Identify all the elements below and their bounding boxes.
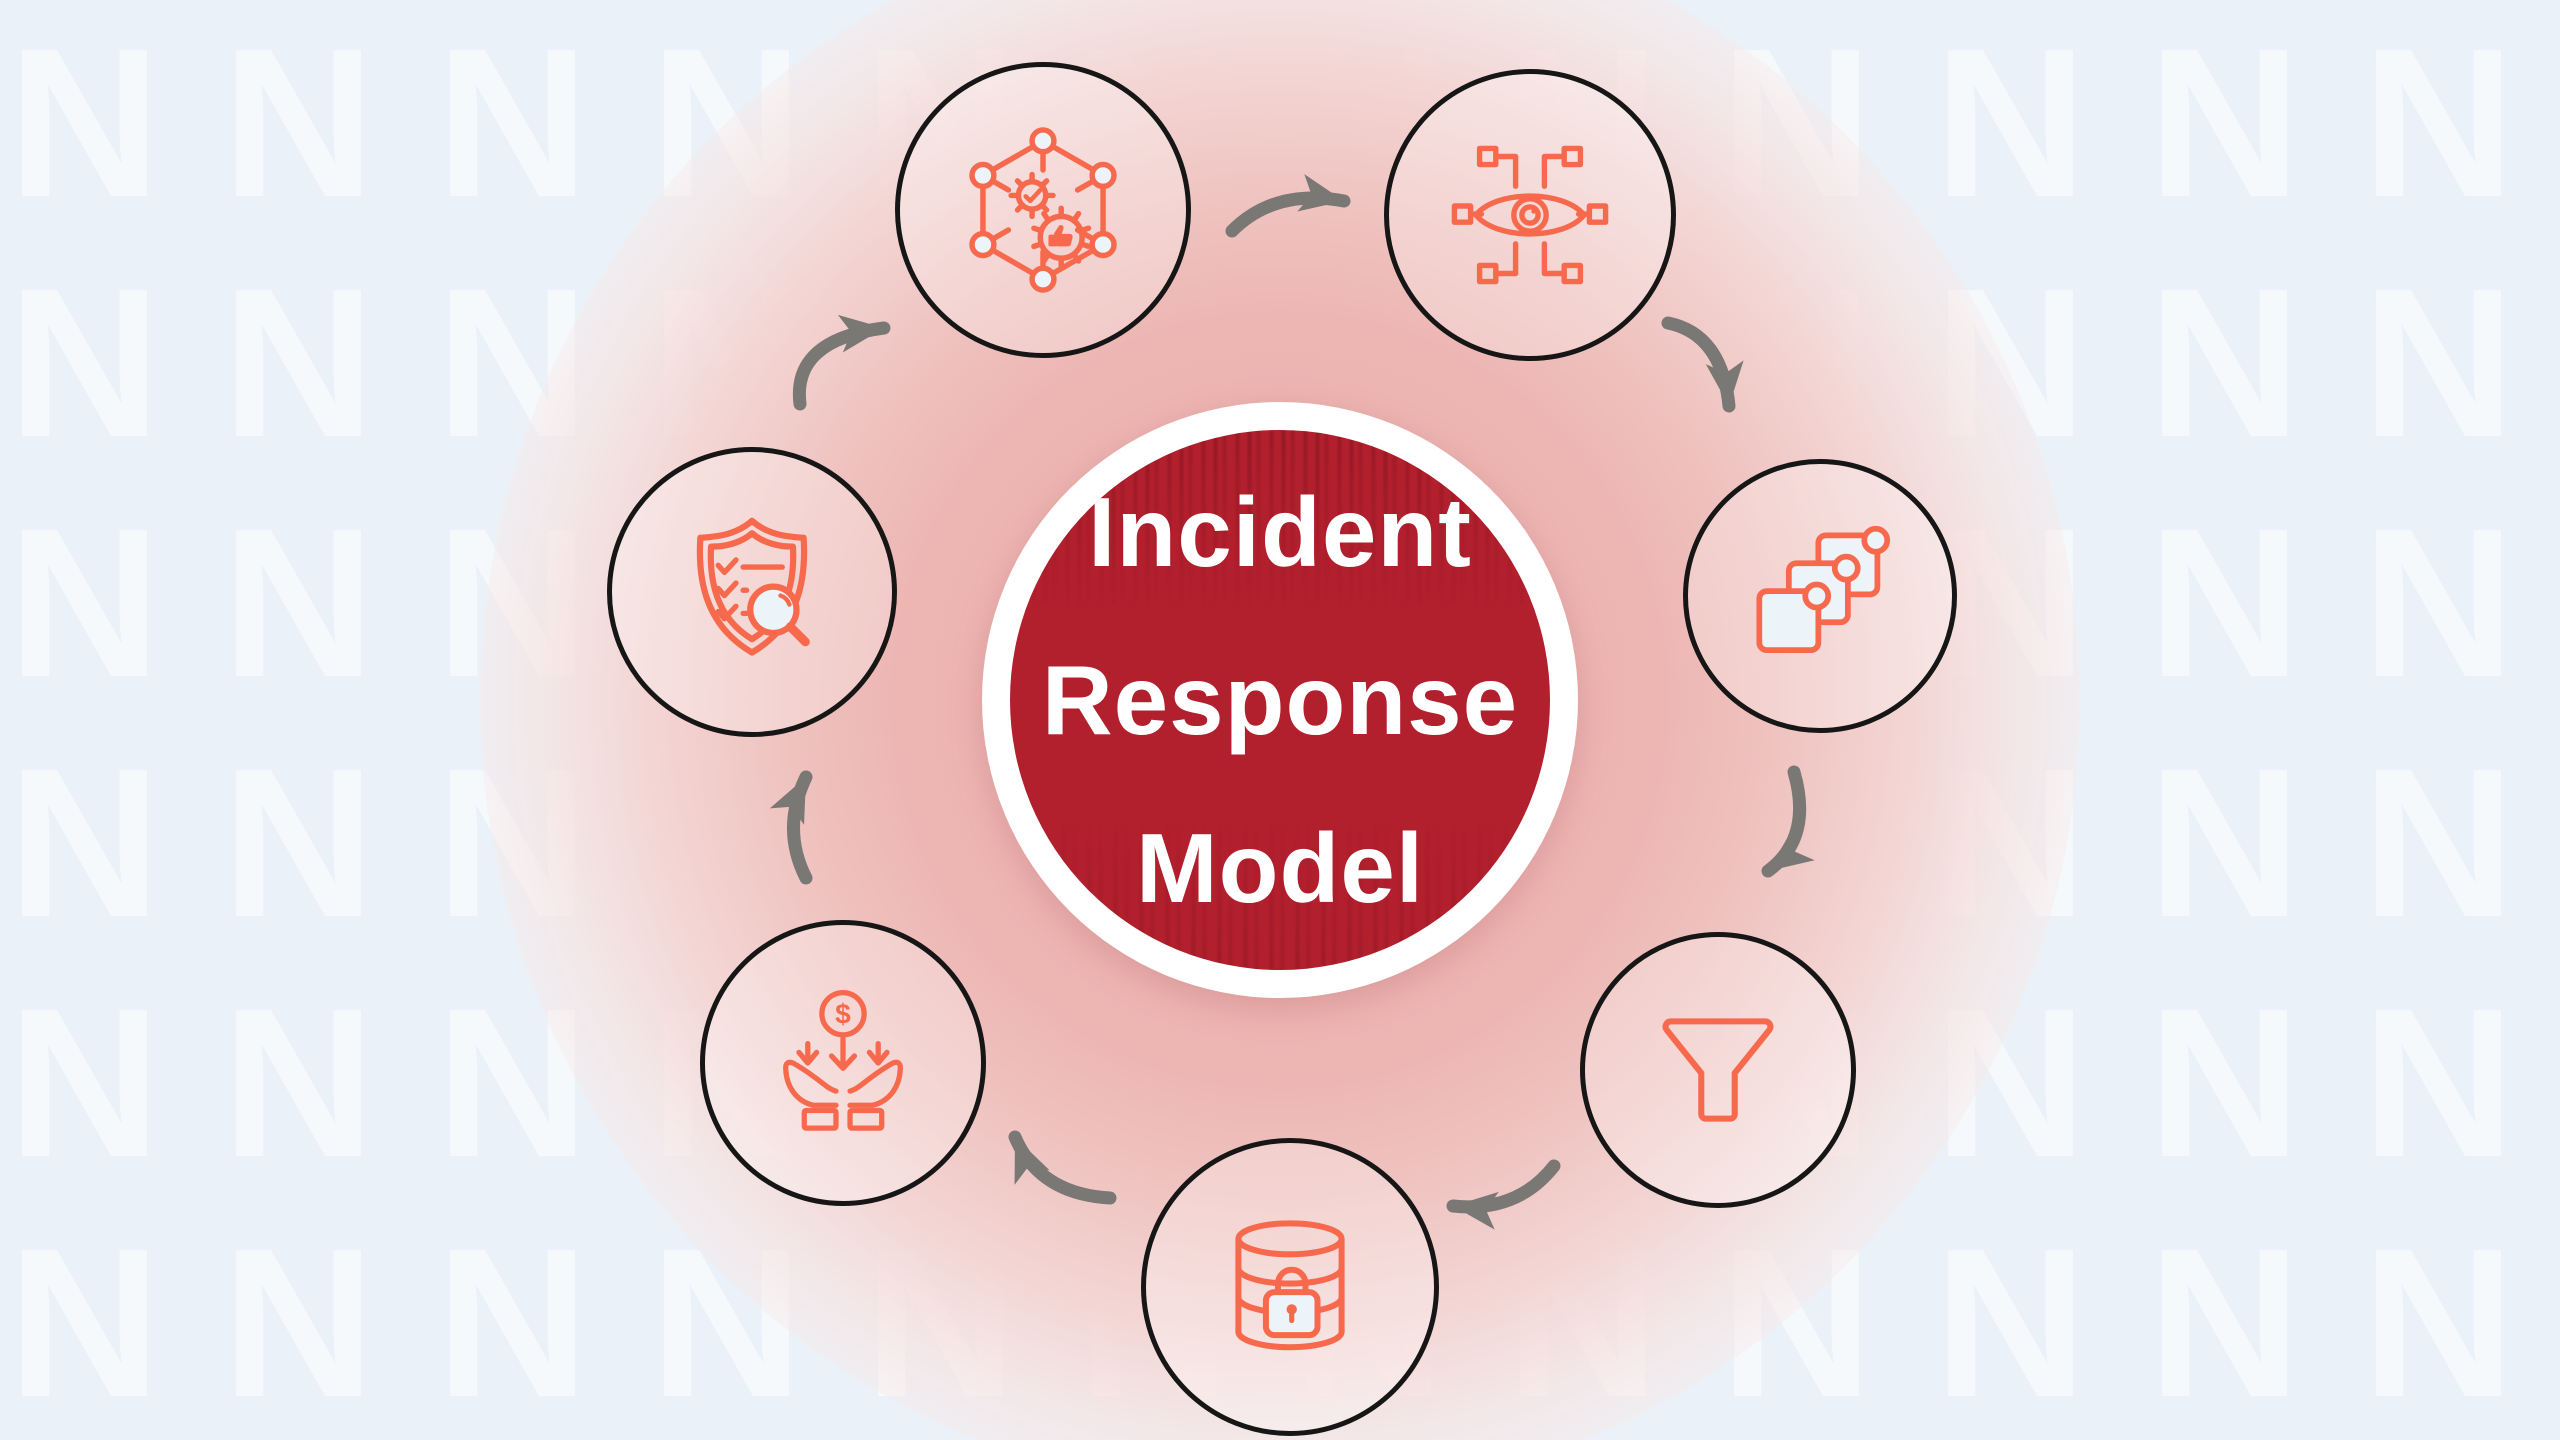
padlock: [1262, 1266, 1321, 1339]
center-circle: Incident Response Model: [1010, 430, 1550, 970]
hexagon-network-gears-icon: [969, 127, 1117, 293]
database-cylinder: [1235, 1220, 1345, 1351]
hexagon-nodes: [969, 127, 1117, 293]
arrowhead: [1014, 1137, 1050, 1185]
shield-checklist-magnifier-icon: [696, 517, 810, 656]
title-line-3: Model: [1135, 813, 1425, 923]
arrowhead: [837, 314, 884, 353]
big-gear-thumbsup: [1031, 205, 1092, 270]
node-bottom-right: [1580, 932, 1856, 1208]
checklist: [715, 557, 785, 622]
cupped-hands: [783, 1059, 903, 1131]
arrowhead: [769, 777, 806, 825]
eye-network-monitoring-icon: [1451, 145, 1609, 285]
arrow-bottomright-to-bottom: [1446, 1159, 1561, 1214]
arrowhead: [1453, 1191, 1499, 1230]
title-line-2: Response: [1041, 645, 1519, 755]
funnel-outline: [1662, 1018, 1774, 1122]
shield-outer: [696, 517, 808, 656]
down-arrows: [796, 1035, 890, 1071]
eye: [1473, 193, 1587, 237]
arrow-topright-to-right: [1661, 316, 1736, 413]
node-right: [1683, 459, 1957, 733]
arrowhead: [1768, 829, 1815, 871]
node-top: [895, 62, 1191, 358]
dollar-coin: $: [819, 989, 867, 1038]
window-front: [1756, 581, 1832, 653]
small-gear-check: [1008, 171, 1056, 220]
arrow-left-to-top: [792, 321, 891, 411]
hands-dollar-savings-icon: $: [783, 989, 903, 1131]
title-line-1: Incident: [1088, 477, 1472, 587]
diagram-title: Incident Response Model: [1042, 448, 1518, 952]
eye-connectors: [1451, 145, 1609, 285]
node-top-right: [1384, 69, 1676, 361]
shield-inner: [707, 530, 797, 643]
center-circle-ring: Incident Response Model: [982, 402, 1578, 998]
node-left: [607, 447, 897, 737]
database-lock-icon: [1235, 1220, 1345, 1351]
node-bottom: [1141, 1138, 1439, 1436]
arrowhead: [1297, 174, 1344, 212]
arrowhead: [1705, 360, 1744, 406]
magnifier: [747, 583, 810, 647]
dollar-symbol: $: [835, 998, 851, 1029]
node-bottom-left: $: [700, 920, 986, 1206]
stacked-windows-icon: [1756, 525, 1891, 653]
funnel-icon: [1662, 1018, 1774, 1122]
